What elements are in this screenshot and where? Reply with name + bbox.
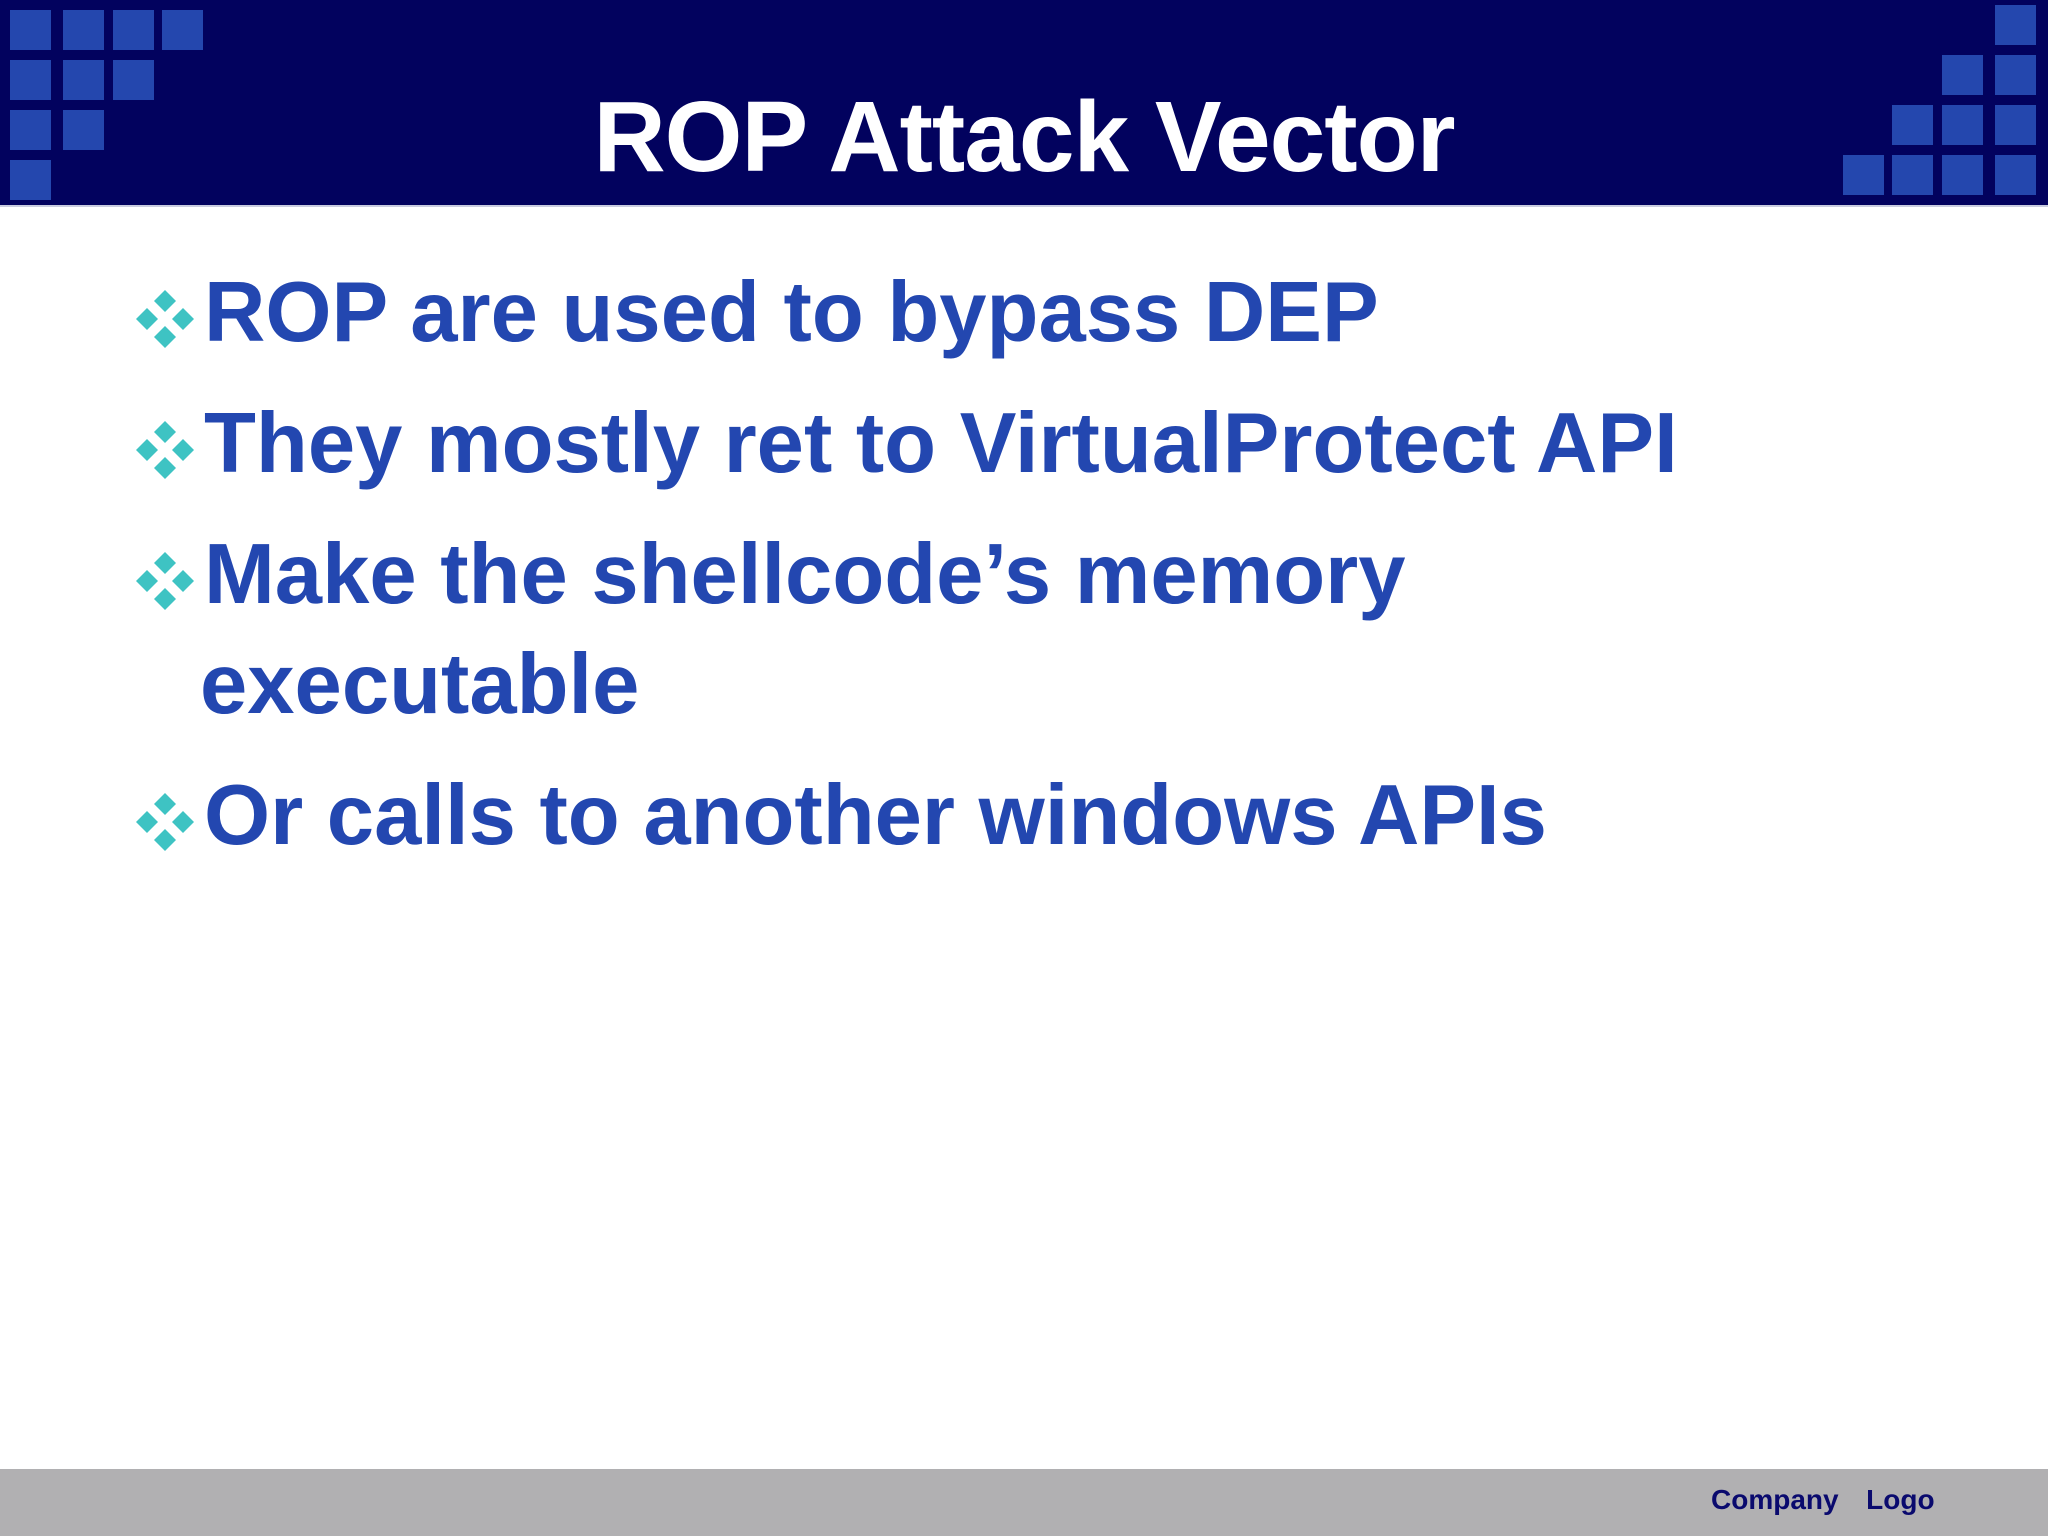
bullet-text-continuation: executable — [200, 637, 640, 732]
slide-title: ROP Attack Vector — [593, 81, 1455, 193]
decor-square — [1995, 5, 2036, 45]
bullet-list: ROP are used to bypass DEP They mostly r… — [130, 258, 1980, 892]
bullet-text: Make the shellcode’s memory — [204, 527, 1406, 622]
bullet-text: They mostly ret to VirtualProtect API — [204, 396, 1678, 491]
decor-square — [1995, 155, 2036, 195]
bullet-item: ROP are used to bypass DEP — [130, 258, 1980, 368]
decor-square — [1995, 105, 2036, 145]
decor-square — [10, 60, 51, 100]
four-diamond-icon — [136, 290, 194, 348]
decor-square — [10, 160, 51, 200]
decor-square — [1942, 55, 1983, 95]
slide-header: ROP Attack Vector — [0, 0, 2048, 205]
decor-square — [63, 60, 104, 100]
decor-square — [1942, 155, 1983, 195]
decor-square — [1995, 55, 2036, 95]
decor-square — [63, 110, 104, 150]
bullet-item: They mostly ret to VirtualProtect API — [130, 389, 1980, 499]
decor-square — [10, 10, 51, 50]
four-diamond-icon — [136, 552, 194, 610]
decor-square — [113, 10, 154, 50]
decor-square — [1843, 155, 1884, 195]
decor-square — [1892, 105, 1933, 145]
four-diamond-icon — [136, 421, 194, 479]
company-logo-text: Company Logo — [1711, 1484, 1935, 1515]
bullet-item: Make the shellcode’s memory executable — [130, 520, 1980, 740]
decor-square — [162, 10, 203, 50]
bullet-item: Or calls to another windows APIs — [130, 761, 1980, 871]
decor-square — [1892, 155, 1933, 195]
decor-square — [10, 110, 51, 150]
decor-square — [113, 60, 154, 100]
decor-square — [63, 10, 104, 50]
decor-square — [1942, 105, 1983, 145]
bullet-text: Or calls to another windows APIs — [204, 768, 1547, 863]
bullet-text: ROP are used to bypass DEP — [204, 265, 1379, 360]
header-divider — [0, 205, 2048, 207]
four-diamond-icon — [136, 793, 194, 851]
slide-footer — [0, 1469, 2048, 1536]
